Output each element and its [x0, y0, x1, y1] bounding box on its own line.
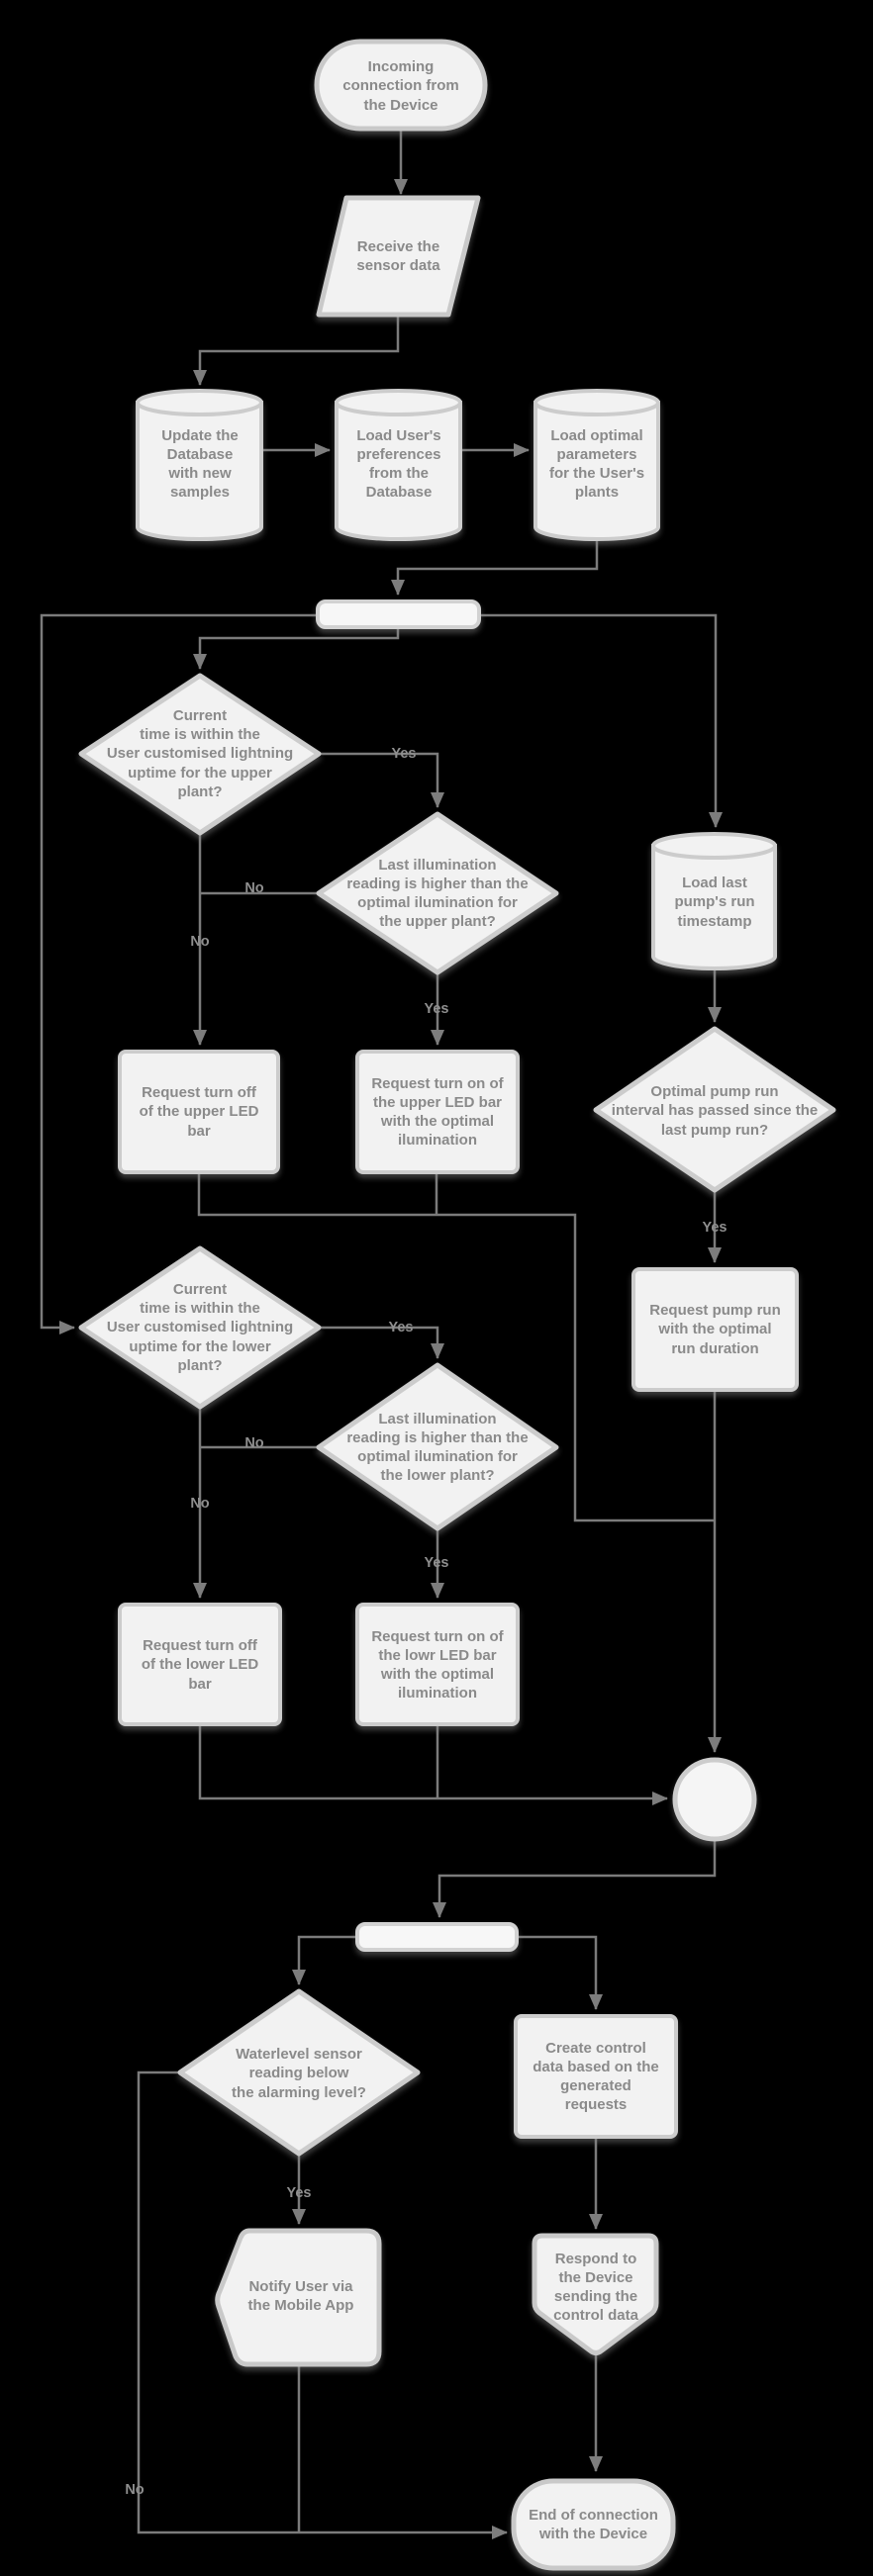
end-terminator	[511, 2478, 676, 2571]
load-parameters-cylinder	[534, 389, 660, 541]
edge-lower-led-off-to-merge	[198, 1724, 668, 1805]
edge-fork1-to-lower-time	[40, 613, 318, 1334]
edge-upper-time-yes	[319, 752, 444, 808]
lower-illum-yes-label: Yes	[424, 1555, 449, 1571]
upper-illum-no-label: No	[244, 880, 264, 896]
upper-illum-yes-label: Yes	[424, 1001, 449, 1017]
fork-bar-2	[355, 1922, 519, 1952]
receive-data-parallelogram	[316, 195, 481, 318]
upper-time-yes-label: Yes	[391, 746, 417, 762]
edge-merge-to-fork2	[433, 1840, 717, 1918]
edge-parameters-to-fork1	[391, 539, 599, 596]
lower-time-decision-diamond	[78, 1245, 322, 1410]
request-lower-led-off-box	[118, 1603, 282, 1726]
load-preferences-cylinder	[335, 389, 462, 541]
edge-fork2-to-create-control	[517, 1935, 603, 2010]
upper-off-no-label: No	[190, 934, 210, 950]
load-last-pump-run-cylinder	[651, 832, 777, 970]
edge-lower-time-yes	[319, 1326, 444, 1359]
upper-illumination-decision-diamond	[316, 811, 559, 975]
upper-time-decision-diamond	[78, 673, 322, 836]
merge-circle	[672, 1757, 757, 1842]
edge-fork1-to-upper-time	[193, 627, 400, 670]
lower-illum-no-label: No	[244, 1435, 264, 1451]
waterlevel-yes-label: Yes	[286, 2185, 312, 2201]
respond-to-device-shape	[532, 2233, 659, 2355]
fork-bar-1	[316, 599, 481, 629]
edge-fork2-to-waterlevel	[292, 1935, 357, 1985]
edge-receive-to-update-db	[193, 315, 400, 386]
waterlevel-no-label: No	[125, 2482, 145, 2498]
start-terminator	[314, 39, 488, 132]
create-control-data-box	[514, 2014, 678, 2139]
edge-fork1-to-pump-db	[479, 613, 723, 828]
connectors	[40, 130, 723, 2539]
request-upper-led-on-box	[355, 1050, 520, 1174]
pump-interval-decision-diamond	[593, 1026, 836, 1193]
lower-off-no-label: No	[190, 1496, 210, 1512]
update-database-cylinder	[136, 389, 263, 541]
notify-user-shape	[215, 2228, 382, 2367]
request-upper-led-off-box	[118, 1050, 280, 1174]
request-lower-led-on-box	[355, 1603, 520, 1726]
nodes	[78, 39, 836, 2571]
lower-time-yes-label: Yes	[388, 1320, 414, 1335]
pump-yes-label: Yes	[702, 1220, 728, 1236]
waterlevel-decision-diamond	[177, 1988, 421, 2157]
request-pump-run-box	[631, 1267, 799, 1392]
edge-upper-led-off-return	[197, 1172, 715, 1522]
edge-waterlevel-no-to-end	[137, 2070, 508, 2539]
lower-illumination-decision-diamond	[316, 1362, 559, 1531]
